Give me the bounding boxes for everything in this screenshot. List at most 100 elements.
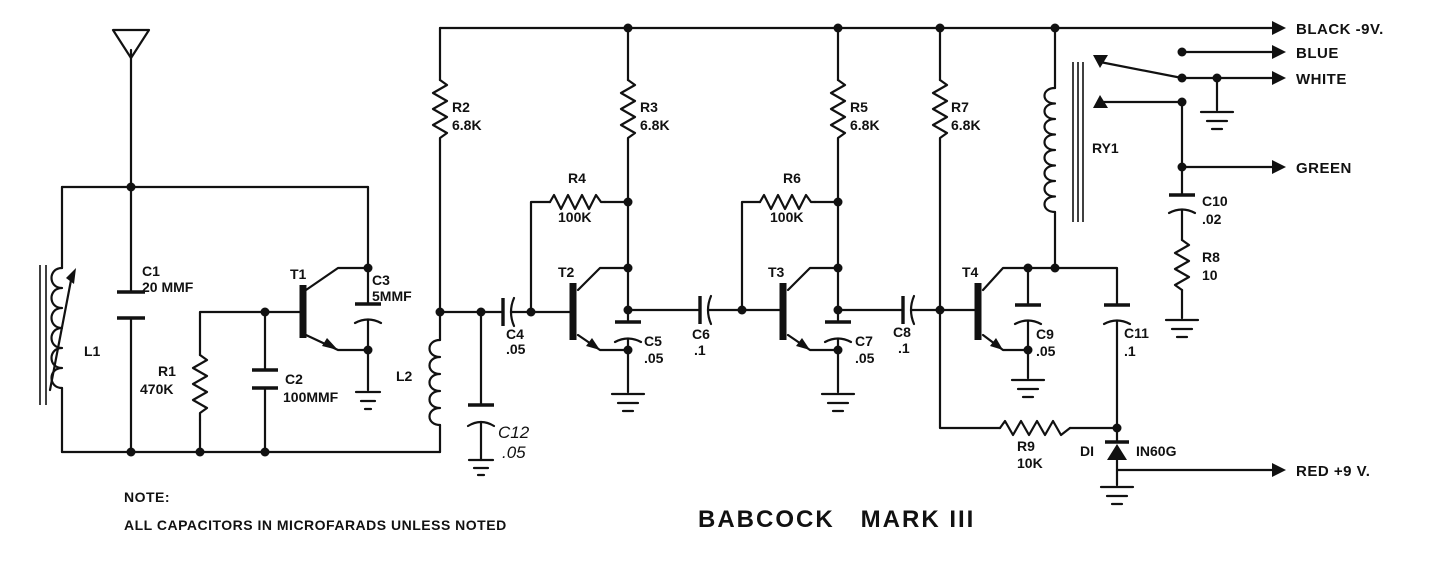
r7-value: 6.8K — [951, 117, 981, 133]
t4-transistor-icon — [974, 283, 1003, 350]
c9-capacitor-icon — [1013, 303, 1043, 326]
junction-dot — [1177, 97, 1187, 107]
ground-icon — [354, 390, 382, 411]
junction-dot — [935, 23, 945, 33]
c3-capacitor-icon — [353, 302, 383, 325]
junction-dot — [833, 263, 843, 273]
c4-value: .05 — [506, 341, 526, 357]
junction-dot — [526, 307, 536, 317]
l1-ref: L1 — [84, 343, 101, 359]
junction-dot — [476, 307, 486, 317]
c12-capacitor-icon — [466, 403, 496, 428]
c2-value: 100MMF — [283, 389, 339, 405]
junction-dot — [833, 345, 843, 355]
junction-dot — [260, 447, 270, 457]
t4-ref: T4 — [962, 264, 979, 280]
r2-resistor-icon — [431, 78, 449, 142]
c2-ref: C2 — [285, 371, 303, 387]
c4-capacitor-icon — [501, 296, 516, 328]
junction-dot — [833, 23, 843, 33]
ground-icon — [1010, 378, 1046, 399]
r1-value: 470K — [140, 381, 173, 397]
c7-ref: C7 — [855, 333, 873, 349]
r9-ref: R9 — [1017, 438, 1035, 454]
wire-labels: BLACK -9V. BLUE WHITE GREEN RED +9 V. — [1296, 21, 1383, 480]
c7-capacitor-icon — [823, 320, 853, 344]
ground-icon — [1099, 485, 1135, 506]
junction-dot — [435, 307, 445, 317]
junction-dot — [623, 23, 633, 33]
r5-resistor-icon — [829, 78, 847, 142]
r9-value: 10K — [1017, 455, 1043, 471]
junction-dot — [126, 182, 136, 192]
junction-dot — [623, 345, 633, 355]
r7-resistor-icon — [931, 78, 949, 142]
ground-icon — [610, 392, 646, 413]
r8-ref: R8 — [1202, 249, 1220, 265]
arrow-black — [1272, 21, 1286, 35]
ground-icons — [354, 110, 1235, 506]
r3-ref: R3 — [640, 99, 658, 115]
c6-capacitor-icon — [698, 294, 713, 326]
c10-value: .02 — [1202, 211, 1222, 227]
antenna-icon — [111, 28, 151, 60]
junction-dot — [1023, 345, 1033, 355]
junction-dot — [363, 263, 373, 273]
junction-dot — [623, 197, 633, 207]
c1-capacitor-icon — [117, 290, 145, 320]
c9-ref: C9 — [1036, 326, 1054, 342]
r6-ref: R6 — [783, 170, 801, 186]
contact-arrow-bottom — [1093, 95, 1108, 108]
c5-ref: C5 — [644, 333, 662, 349]
c5-value: .05 — [644, 350, 664, 366]
c3-ref: C3 — [372, 272, 390, 288]
r3-value: 6.8K — [640, 117, 670, 133]
t2-ref: T2 — [558, 264, 575, 280]
r4-ref: R4 — [568, 170, 586, 186]
t3-ref: T3 — [768, 264, 785, 280]
c12-ref: C12 — [498, 423, 530, 442]
r6-value: 100K — [770, 209, 803, 225]
d1-ref: DI — [1080, 443, 1094, 459]
c1-ref: C1 — [142, 263, 160, 279]
junction-dot — [623, 305, 633, 315]
c9-value: .05 — [1036, 343, 1056, 359]
r1-resistor-icon — [191, 353, 209, 422]
r8-value: 10 — [1202, 267, 1218, 283]
ground-icon — [820, 392, 856, 413]
t1-transistor-icon — [299, 285, 338, 350]
junction-dot — [935, 305, 945, 315]
junction-dot — [623, 263, 633, 273]
c11-value: .1 — [1124, 343, 1136, 359]
c3-value: 5MMF — [372, 288, 412, 304]
t1-ref: T1 — [290, 266, 307, 282]
r5-ref: R5 — [850, 99, 868, 115]
junction-dot — [1212, 73, 1222, 83]
r7-ref: R7 — [951, 99, 969, 115]
c8-ref: C8 — [893, 324, 911, 340]
c7-value: .05 — [855, 350, 875, 366]
l2-ref: L2 — [396, 368, 413, 384]
arrow-blue — [1272, 45, 1286, 59]
r8-resistor-icon — [1173, 238, 1191, 292]
capacitors — [117, 193, 1197, 428]
l2-coil-icon — [428, 338, 442, 427]
c8-value: .1 — [898, 340, 910, 356]
d1-diode-icon — [1105, 440, 1129, 460]
ground-icon — [1164, 318, 1200, 339]
c1-value: 20 MMF — [142, 279, 194, 295]
c11-capacitor-icon — [1102, 303, 1132, 326]
arrow-red — [1272, 463, 1286, 477]
wire-label-blue: BLUE — [1296, 45, 1339, 62]
c10-ref: C10 — [1202, 193, 1228, 209]
diagram-title: BABCOCK MARK III — [698, 506, 975, 533]
note-text: ALL CAPACITORS IN MICROFARADS UNLESS NOT… — [124, 517, 507, 533]
note-heading: NOTE: — [124, 489, 170, 505]
junction-dot — [1112, 423, 1122, 433]
arrow-white — [1272, 71, 1286, 85]
junction-dot — [126, 447, 136, 457]
junction-dot — [833, 197, 843, 207]
junction-dot — [1050, 263, 1060, 273]
r6-resistor-icon — [758, 193, 817, 211]
